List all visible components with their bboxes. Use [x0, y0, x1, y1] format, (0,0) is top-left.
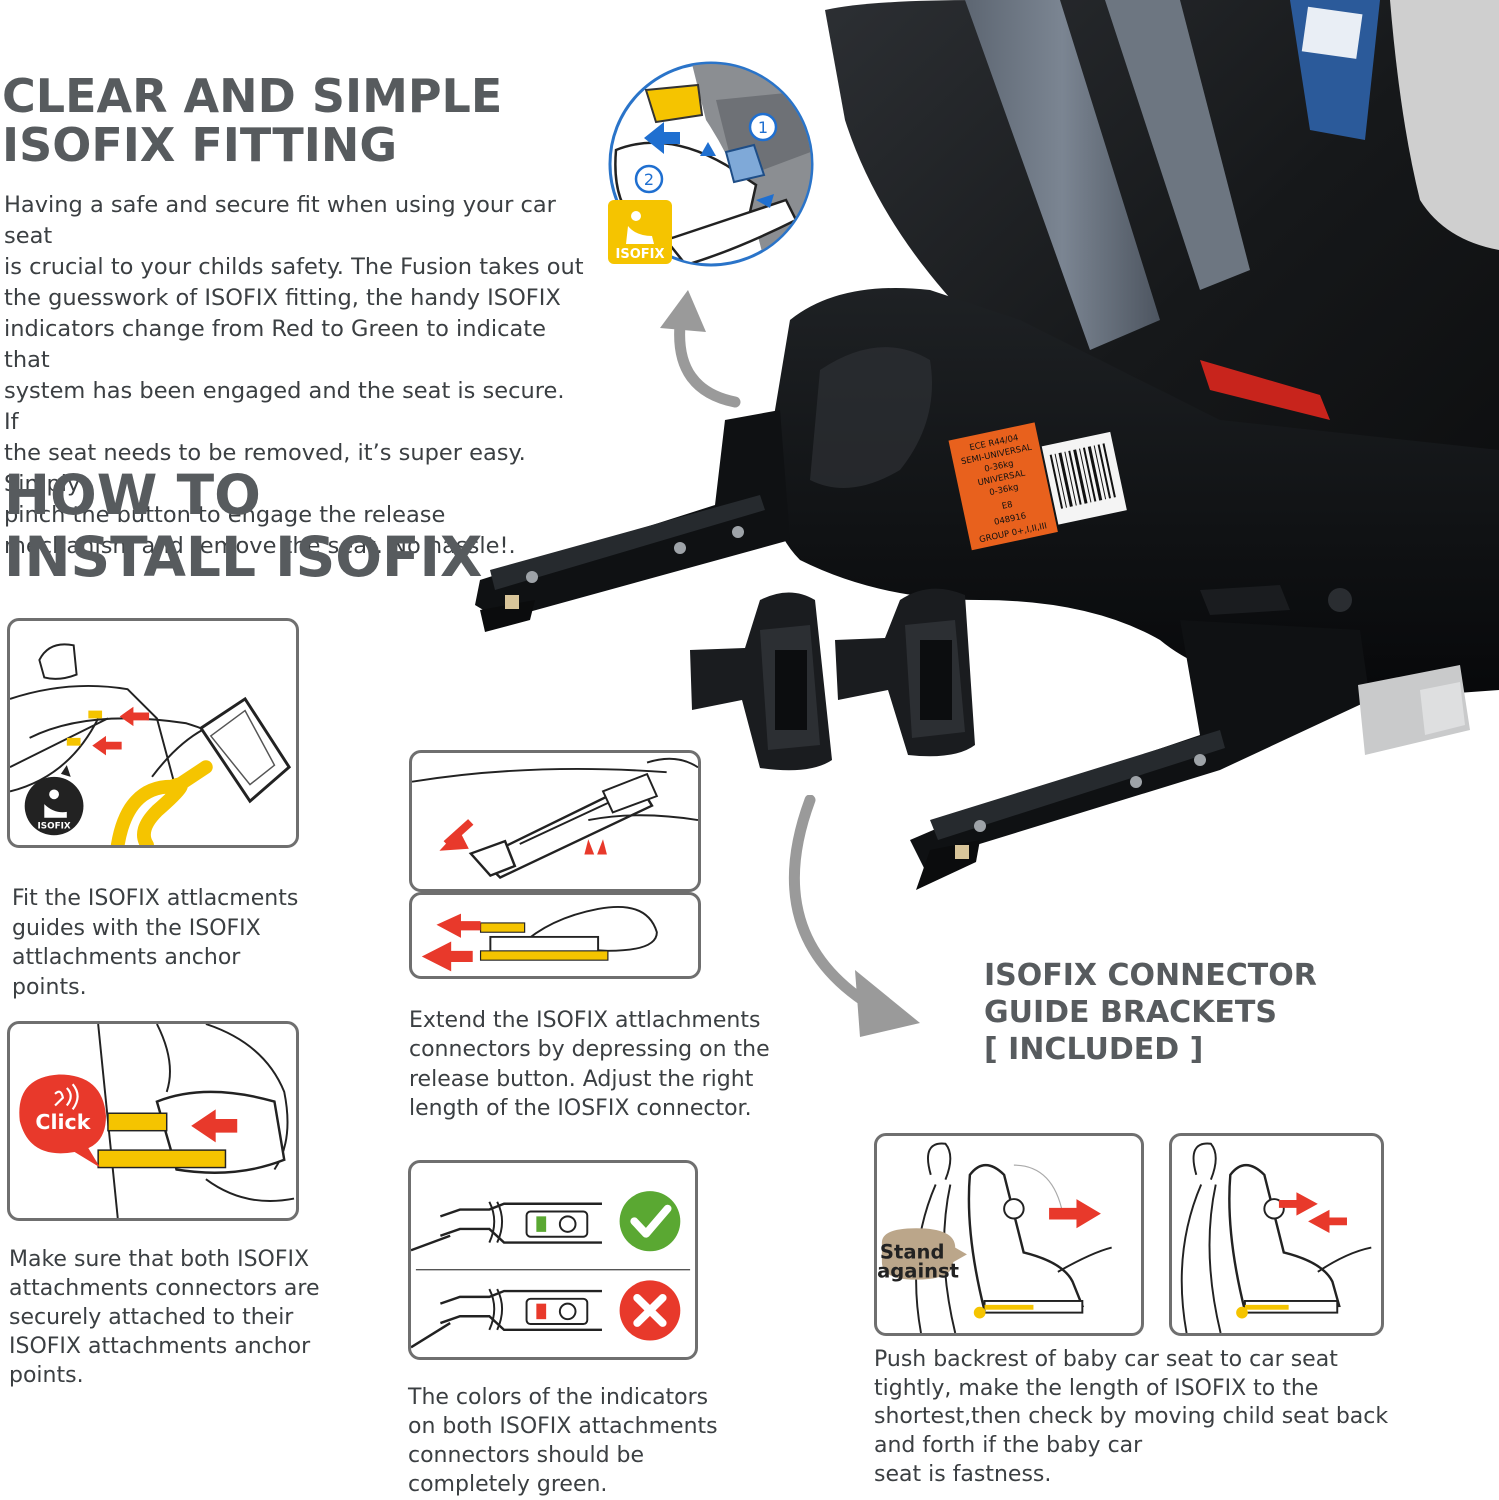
- guide-bracket-right: [835, 588, 975, 757]
- indicator-red: [536, 1303, 547, 1320]
- intro-body: Having a safe and secure fit when using …: [4, 190, 584, 562]
- caption-line: The colors of the indicators: [408, 1385, 709, 1410]
- stand-against-label-line2: against: [877, 1260, 959, 1283]
- brackets-title: ISOFIX CONNECTOR GUIDE BRACKETS [ INCLUD…: [984, 957, 1317, 1068]
- step5-panel-right: [1169, 1133, 1384, 1336]
- caption-line: Make sure that both ISOFIX: [9, 1247, 310, 1272]
- step4-panel: [408, 1160, 698, 1360]
- caption-line: release button. Adjust the right: [409, 1066, 754, 1092]
- intro-body-line: the guesswork of ISOFIX fitting, the han…: [4, 285, 561, 311]
- caption-line: attlachments anchor points.: [12, 945, 241, 1000]
- click-bubble: Click: [35, 1110, 90, 1134]
- caption-line: Extend the ISOFIX attlachments: [409, 1008, 761, 1033]
- check-icon: [619, 1191, 681, 1252]
- intro-title-line2: ISOFIX FITTING: [2, 118, 398, 173]
- intro-body-line: the seat needs to be removed, it’s super…: [4, 440, 526, 497]
- curved-arrow-up-icon: [660, 290, 741, 408]
- caption-line: tightly, make the length of ISOFIX to th…: [874, 1375, 1319, 1401]
- intro-body-line: Having a safe and secure fit when using …: [4, 192, 556, 249]
- step3-panel-bottom: [409, 892, 701, 979]
- step5-panel-left: Stand against: [874, 1133, 1144, 1336]
- isofix-badge-icon: ISOFIX: [37, 821, 70, 831]
- step3-caption: Extend the ISOFIX attlachments connector…: [409, 1006, 789, 1123]
- indicator-green: [536, 1216, 547, 1232]
- intro-body-line: is crucial to your childs safety. The Fu…: [4, 254, 584, 280]
- intro-body-line: pinch the button to engage the release: [4, 502, 446, 528]
- isofix-connector-left: [475, 410, 790, 632]
- intro-title: CLEAR AND SIMPLE ISOFIX FITTING: [2, 69, 503, 173]
- intro-body-line: system has been engaged and the seat is …: [4, 378, 565, 435]
- caption-line: shortest,then check by moving child seat…: [874, 1404, 1389, 1430]
- step-number-1: 1: [758, 118, 768, 137]
- caption-line: completely green.: [408, 1472, 608, 1497]
- caption-line: connectors by depressing on the: [409, 1037, 770, 1063]
- curved-arrow-down-icon: [788, 795, 920, 1037]
- brackets-title-line3: [ INCLUDED ]: [984, 1032, 1204, 1067]
- caption-line: attachments connectors are: [9, 1276, 320, 1301]
- intro-title-line1: CLEAR AND SIMPLE: [2, 69, 503, 123]
- step2-panel: Click: [7, 1021, 299, 1221]
- caption-line: on both ISOFIX attachments: [408, 1414, 718, 1439]
- caption-line: connectors should be: [408, 1443, 645, 1468]
- caption-line: points.: [9, 1363, 84, 1388]
- isofix-logo-badge: ISOFIX: [616, 247, 665, 262]
- approval-label: ECE R44/04 SEMI-UNIVERSAL 0-36kg UNIVERS…: [948, 422, 1127, 551]
- step1-panel: ISOFIX: [7, 618, 299, 848]
- step5-caption: Push backrest of baby car seat to car se…: [874, 1346, 1414, 1490]
- step4-caption: The colors of the indicators on both ISO…: [408, 1383, 748, 1499]
- caption-line: securely attached to their: [9, 1305, 294, 1330]
- car-seat-photo: ECE R44/04 SEMI-UNIVERSAL 0-36kg UNIVERS…: [475, 0, 1499, 890]
- caption-line: ISOFIX attachments anchor: [9, 1334, 311, 1359]
- guide-bracket-left: [690, 592, 832, 771]
- caption-line: and forth if the baby car: [874, 1433, 1143, 1459]
- step1-caption: Fit the ISOFIX attlacments guides with t…: [12, 884, 312, 1002]
- isofix-release-detail: 1 2 ISOFIX: [608, 61, 814, 267]
- label-line: E8: [1001, 500, 1014, 512]
- caption-line: length of the IOSFIX connector.: [409, 1095, 752, 1121]
- stand-against-label-line1: Stand: [880, 1240, 945, 1263]
- harness-strap: [965, 0, 1160, 350]
- step3-panel-top: [409, 750, 701, 892]
- howto-title: HOW TO INSTALL ISOFIX: [4, 464, 482, 588]
- howto-title-line2: INSTALL ISOFIX: [4, 525, 483, 589]
- isofix-connector-right: [910, 585, 1370, 890]
- howto-title-line1: HOW TO: [4, 463, 261, 527]
- step-number-2: 2: [644, 170, 654, 189]
- caption-line: Fit the ISOFIX attlacments: [12, 886, 299, 911]
- brackets-title-line2: GUIDE BRACKETS: [984, 995, 1277, 1030]
- brackets-title-line1: ISOFIX CONNECTOR: [984, 958, 1317, 993]
- caption-line: Push backrest of baby car seat to car se…: [874, 1347, 1338, 1372]
- intro-body-line: mechanism and remove the seat. No hassle…: [4, 533, 516, 559]
- caption-line: seat is fastness.: [874, 1461, 1052, 1487]
- step2-caption: Make sure that both ISOFIX attachments c…: [9, 1245, 339, 1390]
- intro-body-line: indicators change from Red to Green to i…: [4, 316, 546, 373]
- caption-line: guides with the ISOFIX: [12, 915, 261, 941]
